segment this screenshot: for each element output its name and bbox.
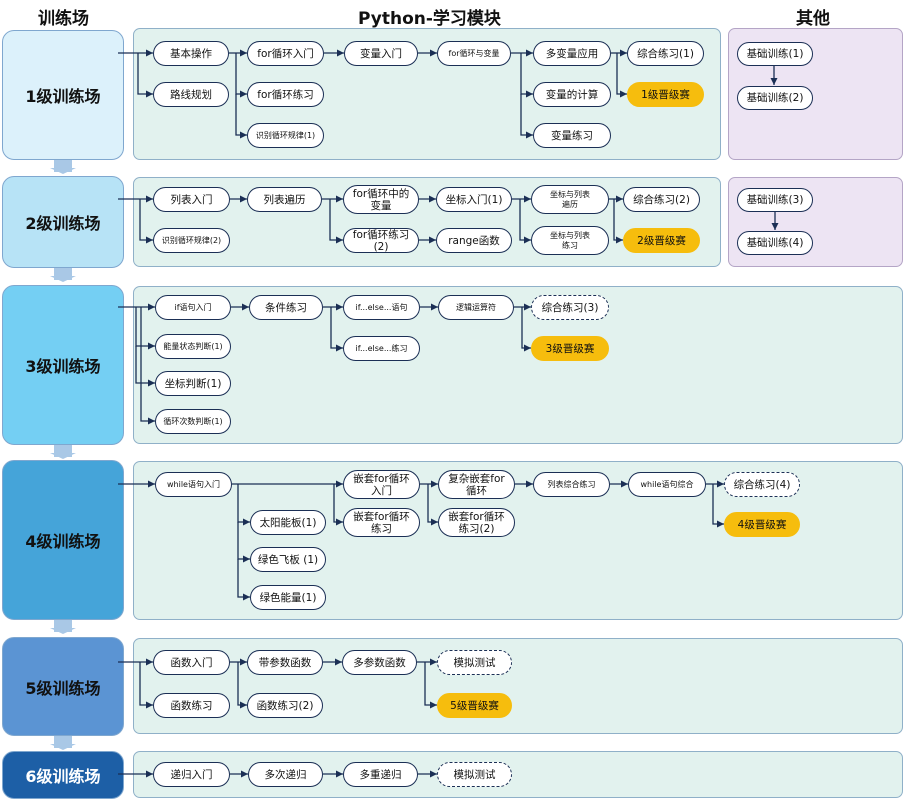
node-promotion-5[interactable]: 5级晋级赛 xyxy=(437,693,512,718)
level-2-box[interactable]: 2级训练场 xyxy=(2,176,124,268)
node-var-in-for[interactable]: for循环中的 变量 xyxy=(343,185,419,214)
node-coord-intro-1[interactable]: 坐标入门(1) xyxy=(436,187,512,212)
node-promotion-3[interactable]: 3级晋级赛 xyxy=(531,336,609,361)
node-nested-for-intro[interactable]: 嵌套for循环 入门 xyxy=(343,470,420,499)
node-multi-recursion[interactable]: 多次递归 xyxy=(248,762,323,787)
other-header: 其他 xyxy=(796,9,830,29)
node-recursion-intro[interactable]: 递归入门 xyxy=(153,762,230,787)
node-ifelse-stmt[interactable]: if...else...语句 xyxy=(343,295,420,320)
node-coord-judge-1[interactable]: 坐标判断(1) xyxy=(155,371,231,396)
node-list-intro[interactable]: 列表入门 xyxy=(153,187,230,212)
node-basic-training-1[interactable]: 基础训练(1) xyxy=(737,42,813,66)
node-func-practice[interactable]: 函数练习 xyxy=(153,693,230,718)
node-while-intro[interactable]: while语句入门 xyxy=(155,472,232,497)
node-green-energy-1[interactable]: 绿色能量(1) xyxy=(250,585,326,610)
node-logic-ops[interactable]: 逻辑运算符 xyxy=(438,295,514,320)
node-list-comprehensive[interactable]: 列表综合练习 xyxy=(533,472,610,497)
node-multi-var-apply[interactable]: 多变量应用 xyxy=(533,41,611,66)
python-module-header: Python-学习模块 xyxy=(358,9,501,29)
node-basic-training-2[interactable]: 基础训练(2) xyxy=(737,86,813,110)
level-2-panel xyxy=(133,177,721,267)
node-func-practice-2[interactable]: 函数练习(2) xyxy=(247,693,323,718)
node-func-intro[interactable]: 函数入门 xyxy=(153,650,230,675)
node-nested-for-practice-2[interactable]: 嵌套for循环 练习(2) xyxy=(438,508,515,537)
node-promotion-4[interactable]: 4级晋级赛 xyxy=(724,512,800,537)
level-6-box[interactable]: 6级训练场 xyxy=(2,751,124,799)
node-basic-ops[interactable]: 基本操作 xyxy=(153,41,229,66)
node-comprehensive-4[interactable]: 综合练习(4) xyxy=(724,472,800,497)
node-loop-count-judge-1[interactable]: 循环次数判断(1) xyxy=(155,409,231,434)
node-range-func[interactable]: range函数 xyxy=(436,228,512,253)
node-ifelse-practice[interactable]: if...else...练习 xyxy=(343,336,420,361)
node-comprehensive-3[interactable]: 综合练习(3) xyxy=(531,295,609,320)
node-for-loop-practice[interactable]: for循环练习 xyxy=(247,82,324,107)
node-coord-list-traverse[interactable]: 坐标与列表 遍历 xyxy=(531,185,609,214)
level-down-arrow xyxy=(50,736,76,750)
node-solar-panel-1[interactable]: 太阳能板(1) xyxy=(250,510,326,535)
node-coord-list-practice[interactable]: 坐标与列表 练习 xyxy=(531,226,609,255)
level-down-arrow xyxy=(50,445,76,459)
node-list-traverse[interactable]: 列表遍历 xyxy=(247,187,322,212)
node-green-board-1[interactable]: 绿色飞板 (1) xyxy=(250,547,326,572)
node-basic-training-4[interactable]: 基础训练(4) xyxy=(737,231,813,255)
node-loop-rules-1[interactable]: 识别循环规律(1) xyxy=(247,123,324,148)
node-while-comprehensive[interactable]: while语句综合 xyxy=(628,472,706,497)
node-multi-param-func[interactable]: 多参数函数 xyxy=(342,650,417,675)
node-route-planning[interactable]: 路线规划 xyxy=(153,82,229,107)
node-promotion-1[interactable]: 1级晋级赛 xyxy=(627,82,704,107)
node-comprehensive-1[interactable]: 综合练习(1) xyxy=(627,41,704,66)
node-energy-judge-1[interactable]: 能量状态判断(1) xyxy=(155,334,231,359)
level-5-panel xyxy=(133,638,903,734)
node-mock-test-6[interactable]: 模拟测试 xyxy=(437,762,512,787)
node-var-intro[interactable]: 变量入门 xyxy=(344,41,418,66)
node-multiple-recursion[interactable]: 多重递归 xyxy=(343,762,418,787)
level-4-box[interactable]: 4级训练场 xyxy=(2,460,124,620)
node-complex-nested-for[interactable]: 复杂嵌套for 循环 xyxy=(438,470,515,499)
level-down-arrow xyxy=(50,620,76,634)
level-1-box[interactable]: 1级训练场 xyxy=(2,30,124,160)
level-down-arrow xyxy=(50,160,76,174)
node-for-practice-2[interactable]: for循环练习(2) xyxy=(343,228,419,253)
node-for-loop-and-var[interactable]: for循环与变量 xyxy=(437,41,511,66)
node-if-intro[interactable]: if语句入门 xyxy=(155,295,231,320)
node-promotion-2[interactable]: 2级晋级赛 xyxy=(623,228,700,253)
node-comprehensive-2[interactable]: 综合练习(2) xyxy=(623,187,700,212)
node-nested-for-practice[interactable]: 嵌套for循环 练习 xyxy=(343,508,420,537)
node-basic-training-3[interactable]: 基础训练(3) xyxy=(737,188,813,212)
node-var-practice[interactable]: 变量练习 xyxy=(533,123,611,148)
node-mock-test-5[interactable]: 模拟测试 xyxy=(437,650,512,675)
level-3-box[interactable]: 3级训练场 xyxy=(2,285,124,445)
node-param-func[interactable]: 带参数函数 xyxy=(247,650,323,675)
node-loop-rules-2[interactable]: 识别循环规律(2) xyxy=(153,228,230,253)
levels-header: 训练场 xyxy=(38,9,89,29)
level-down-arrow xyxy=(50,268,76,282)
node-for-loop-intro[interactable]: for循环入门 xyxy=(247,41,324,66)
node-cond-practice[interactable]: 条件练习 xyxy=(249,295,323,320)
level-5-box[interactable]: 5级训练场 xyxy=(2,637,124,736)
node-var-calc[interactable]: 变量的计算 xyxy=(533,82,611,107)
